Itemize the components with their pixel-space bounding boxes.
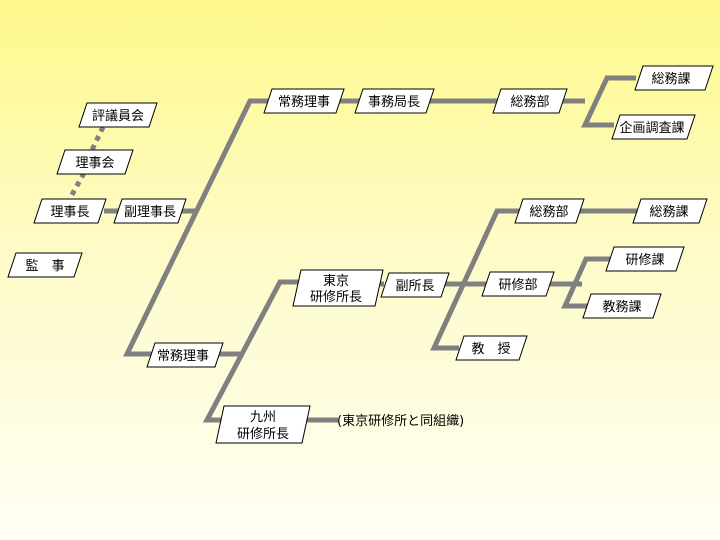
- connector-kenshubu-branches: [561, 256, 610, 309]
- node-fukurijicho-label: 副理事長: [124, 205, 176, 220]
- connector-fukushocho-trunk-vertical: [430, 208, 519, 351]
- node-jomu-riji-top: 常務理事: [263, 88, 345, 114]
- node-kikaku-chosa-ka: 企画調査課: [611, 114, 696, 140]
- node-tokyo-kenshujocho-label-line2: 研修所長: [310, 290, 362, 305]
- node-kikaku-chosa-ka-label: 企画調査課: [619, 120, 684, 136]
- node-rijicho-label: 理事長: [50, 205, 89, 220]
- connector-rijikai-rijicho: [65, 171, 87, 204]
- node-somubu-top: 総務部: [492, 88, 568, 114]
- node-fukushocho-label: 副所長: [395, 279, 434, 294]
- node-jomu-riji-bottom-label: 常務理事: [157, 349, 209, 364]
- node-kyoju: 教 授: [455, 335, 528, 361]
- node-somubu-top-label: 総務部: [510, 95, 549, 110]
- connector-lines: [65, 75, 637, 423]
- node-jomu-riji-top-label: 常務理事: [278, 95, 330, 110]
- node-jimukyokucho: 事務局長: [354, 88, 435, 114]
- node-jomu-riji-bottom: 常務理事: [146, 342, 224, 368]
- connector-branch-offices: [202, 279, 301, 423]
- node-tokyo-kenshujocho-label-line1: 東京: [323, 273, 349, 289]
- node-kenshubu: 研修部: [481, 271, 555, 297]
- kyushu-note: (東京研修所と同組織): [337, 413, 464, 429]
- node-rijikai: 理事会: [56, 149, 134, 175]
- node-kenshubu-label: 研修部: [498, 278, 537, 293]
- connector-somubu-branches: [581, 75, 636, 128]
- connector-hyogiinkai-rijikai: [88, 125, 106, 154]
- node-kyushu-kenshujocho-label-line2: 研修所長: [237, 427, 289, 442]
- node-fukurijicho: 副理事長: [113, 198, 187, 224]
- node-kyoju-label: 教 授: [471, 341, 510, 357]
- node-somuka-top: 総務課: [634, 65, 714, 91]
- node-kyomuka-label: 教務課: [602, 299, 641, 315]
- node-tokyo-kenshujocho: 東京 研修所長: [292, 269, 384, 307]
- node-hyogiinkai-label: 評議員会: [92, 109, 144, 124]
- node-somubu-mid-label: 総務部: [529, 205, 568, 220]
- node-kyushu-kenshujocho-label-line1: 九州: [250, 410, 276, 425]
- node-rijikai-label: 理事会: [75, 156, 114, 171]
- node-somuka-top-label: 総務課: [651, 71, 690, 87]
- node-hyogiinkai: 評議員会: [78, 102, 158, 128]
- node-somubu-mid: 総務部: [514, 198, 585, 224]
- node-jimukyokucho-label: 事務局長: [368, 95, 420, 110]
- node-somuka-mid: 総務課: [632, 198, 708, 224]
- connector-main-trunk: [123, 98, 268, 357]
- node-somuka-mid-label: 総務課: [649, 204, 688, 220]
- node-kanji-label: 監 事: [25, 258, 64, 274]
- node-kenshuka-label: 研修課: [625, 252, 664, 268]
- node-rijicho: 理事長: [33, 198, 107, 224]
- node-kyomuka: 教務課: [582, 293, 662, 319]
- node-fukushocho: 副所長: [380, 272, 450, 298]
- node-kyushu-kenshujocho: 九州 研修所長: [215, 405, 311, 444]
- node-kanji: 監 事: [7, 252, 83, 278]
- node-kenshuka: 研修課: [605, 246, 685, 272]
